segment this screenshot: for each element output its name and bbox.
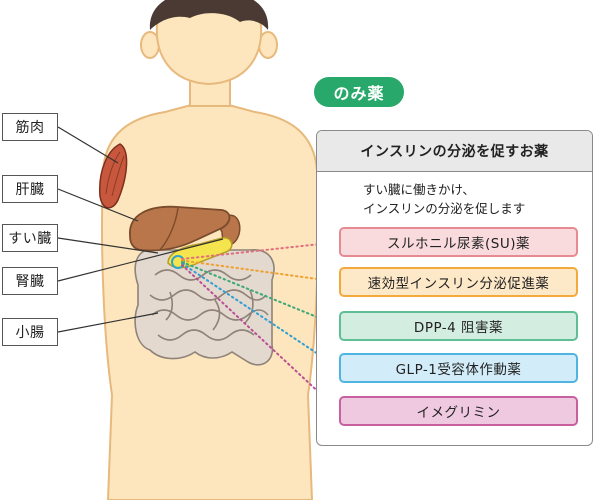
organ-label-small-intestine: 小腸 [2,318,58,346]
organ-label-liver: 肝臓 [2,175,58,203]
oral-medicine-tag: のみ薬 [314,77,404,107]
connector-line-dpp4-inhibitor [181,261,340,327]
small-intestine-loops [149,269,269,341]
drug-box-dpp4-inhibitor: DPP-4 阻害薬 [339,311,578,341]
intestines [134,248,275,366]
panel-description-line-2: インスリンの分泌を促します [363,201,526,216]
organ-label-pancreas: すい臓 [2,224,58,252]
panel-description: すい臓に働きかけ、 インスリンの分泌を促します [363,180,525,218]
liver-lobe-line [159,207,179,251]
drug-box-imeglimin: イメグリミン [339,396,578,426]
arm-muscle [99,143,128,209]
connector-line-glinide [181,259,340,283]
hair [149,0,269,30]
organ-pointer-lines [57,126,224,333]
drug-box-glinide: 速効型インスリン分泌促進薬 [339,267,578,297]
liver [129,205,231,252]
drug-box-sulfonylurea: スルホニル尿素(SU)薬 [339,227,578,257]
drug-box-glp1-agonist: GLP-1受容体作動薬 [339,353,578,383]
panel-description-line-1: すい臓に働きかけ、 [363,182,475,197]
panel-title: インスリンの分泌を促すお薬 [317,131,592,172]
organ-label-kidney: 腎臓 [2,267,58,295]
head [155,0,263,86]
connector-line-sulfonylurea [181,241,340,260]
connector-line-glp1-agonist [181,262,340,369]
connector-line-imeglimin [181,264,340,412]
organ-label-muscle: 筋肉 [2,113,58,141]
connector-lines [181,241,340,412]
